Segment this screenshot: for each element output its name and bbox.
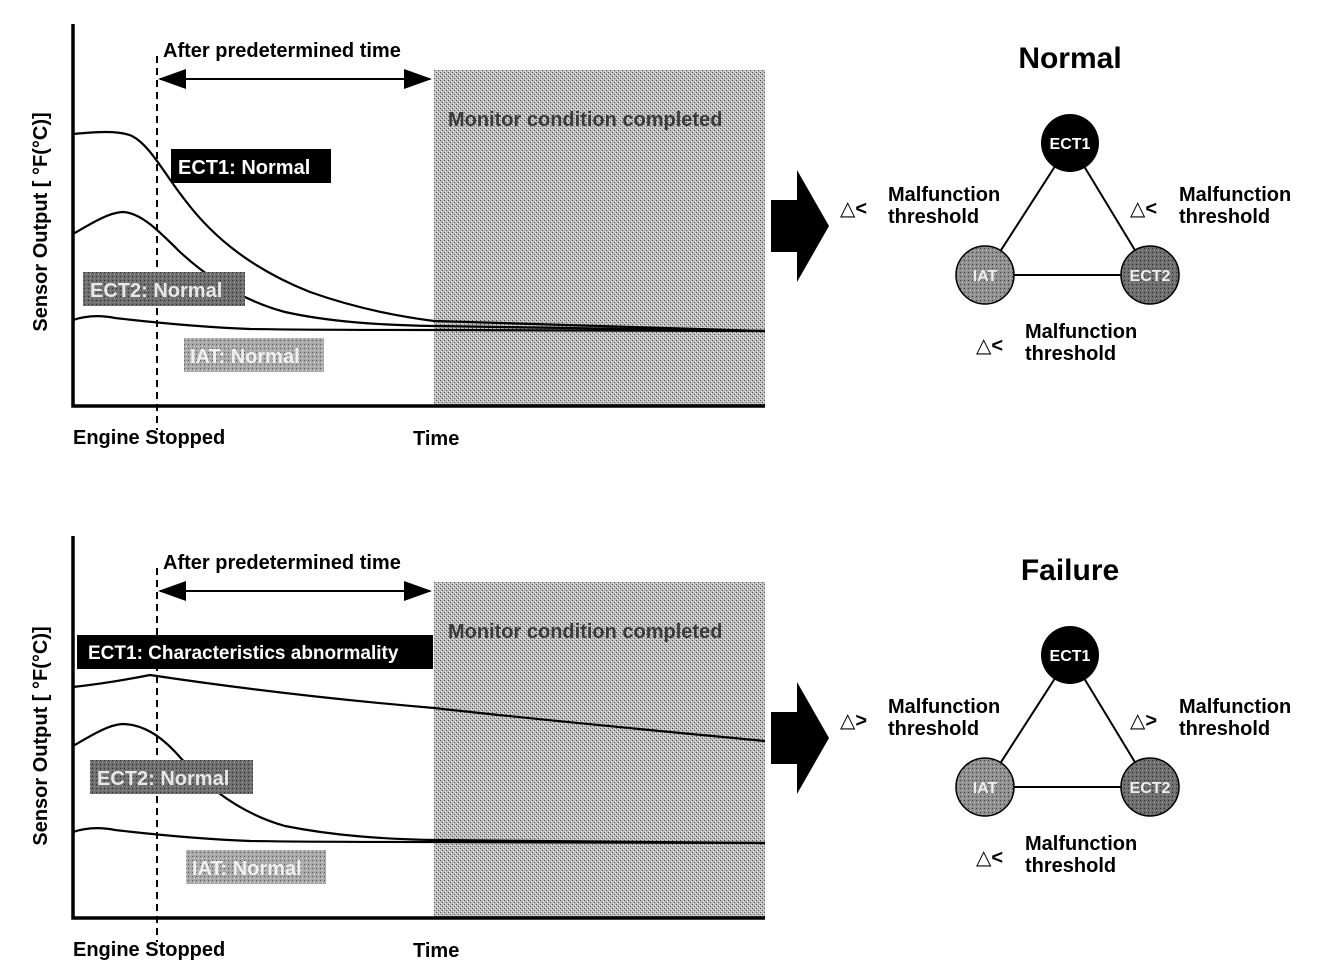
ect1-label: ECT1: Characteristics abnormality <box>88 643 399 664</box>
ect1-curve <box>72 130 766 333</box>
state-title: Normal <box>1018 42 1121 75</box>
right-edge-line1: Malfunction <box>1179 184 1291 206</box>
node-ect1-label: ECT1 <box>1050 648 1091 665</box>
node-ect2-label: ECT2 <box>1130 268 1171 285</box>
state-title: Failure <box>1021 554 1119 587</box>
left-edge-line2: threshold <box>888 206 979 228</box>
node-ect2-label: ECT2 <box>1130 780 1171 797</box>
iat-label-box <box>184 338 324 372</box>
chart-normal: Monitor condition completed Sensor Outpu… <box>30 24 766 450</box>
node-iat <box>955 757 1015 817</box>
node-ect1-label: ECT1 <box>1050 136 1091 153</box>
left-edge-symbol: △< <box>840 198 867 220</box>
monitor-label: Monitor condition completed <box>448 621 722 643</box>
y-axis-label: Sensor Output [ °F(°C)] <box>30 626 52 845</box>
chart-failure: Monitor condition completed Sensor Outpu… <box>30 536 766 962</box>
node-ect1 <box>1041 626 1099 684</box>
bottom-edge-line2: threshold <box>1025 343 1116 365</box>
node-iat <box>955 245 1015 305</box>
y-axis-label: Sensor Output [ °F(°C)] <box>30 112 52 331</box>
engine-stopped-label: Engine Stopped <box>73 427 225 449</box>
monitor-region <box>434 582 765 918</box>
left-edge-symbol: △> <box>840 710 867 732</box>
node-iat-label: IAT <box>973 268 998 285</box>
big-arrow-icon <box>771 170 829 282</box>
panel-failure: Monitor condition completed Sensor Outpu… <box>30 536 1291 962</box>
y-axis <box>71 536 765 920</box>
ect1-label: ECT1: Normal <box>178 157 310 179</box>
engine-stopped-label: Engine Stopped <box>73 939 225 961</box>
node-iat-label: IAT <box>973 780 998 797</box>
big-arrow-icon <box>771 682 829 794</box>
ect2-label-box <box>90 760 253 794</box>
monitor-label: Monitor condition completed <box>448 109 722 131</box>
right-edge-line2: threshold <box>1179 718 1270 740</box>
after-time-label: After predetermined time <box>163 552 401 574</box>
ect2-label-box <box>83 272 245 306</box>
panel-normal: Monitor condition completed Sensor Outpu… <box>30 24 1291 450</box>
left-edge-line2: threshold <box>888 718 979 740</box>
iat-label: IAT: Normal <box>190 346 300 368</box>
ect1-curve <box>72 673 766 743</box>
ect1-label-box <box>171 149 331 183</box>
bottom-edge-line1: Malfunction <box>1025 833 1137 855</box>
y-axis <box>71 24 765 408</box>
after-time-label: After predetermined time <box>163 40 401 62</box>
ect2-label: ECT2: Normal <box>90 280 222 302</box>
time-label: Time <box>413 940 459 962</box>
left-edge-line1: Malfunction <box>888 184 1000 206</box>
triangle-normal: Normal ECT1 IAT ECT2 △< Malfunction thre… <box>840 42 1291 365</box>
iat-curve <box>72 315 766 333</box>
iat-curve <box>72 827 766 845</box>
iat-label: IAT: Normal <box>192 858 302 880</box>
ect2-label: ECT2: Normal <box>97 768 229 790</box>
right-edge-symbol: △> <box>1130 710 1157 732</box>
bottom-edge-symbol: △< <box>976 335 1003 357</box>
right-edge-line2: threshold <box>1179 206 1270 228</box>
monitor-region <box>434 70 765 406</box>
time-label: Time <box>413 428 459 450</box>
triangle-failure: Failure ECT1 IAT ECT2 △> Malfunction thr… <box>840 554 1291 877</box>
right-edge-symbol: △< <box>1130 198 1157 220</box>
ect1-label-box <box>77 635 433 669</box>
iat-label-box <box>186 850 326 884</box>
node-ect2 <box>1120 757 1180 817</box>
bottom-edge-line2: threshold <box>1025 855 1116 877</box>
bottom-edge-symbol: △< <box>976 847 1003 869</box>
bottom-edge-line1: Malfunction <box>1025 321 1137 343</box>
node-ect1 <box>1041 114 1099 172</box>
node-ect2 <box>1120 245 1180 305</box>
left-edge-line1: Malfunction <box>888 696 1000 718</box>
right-edge-line1: Malfunction <box>1179 696 1291 718</box>
